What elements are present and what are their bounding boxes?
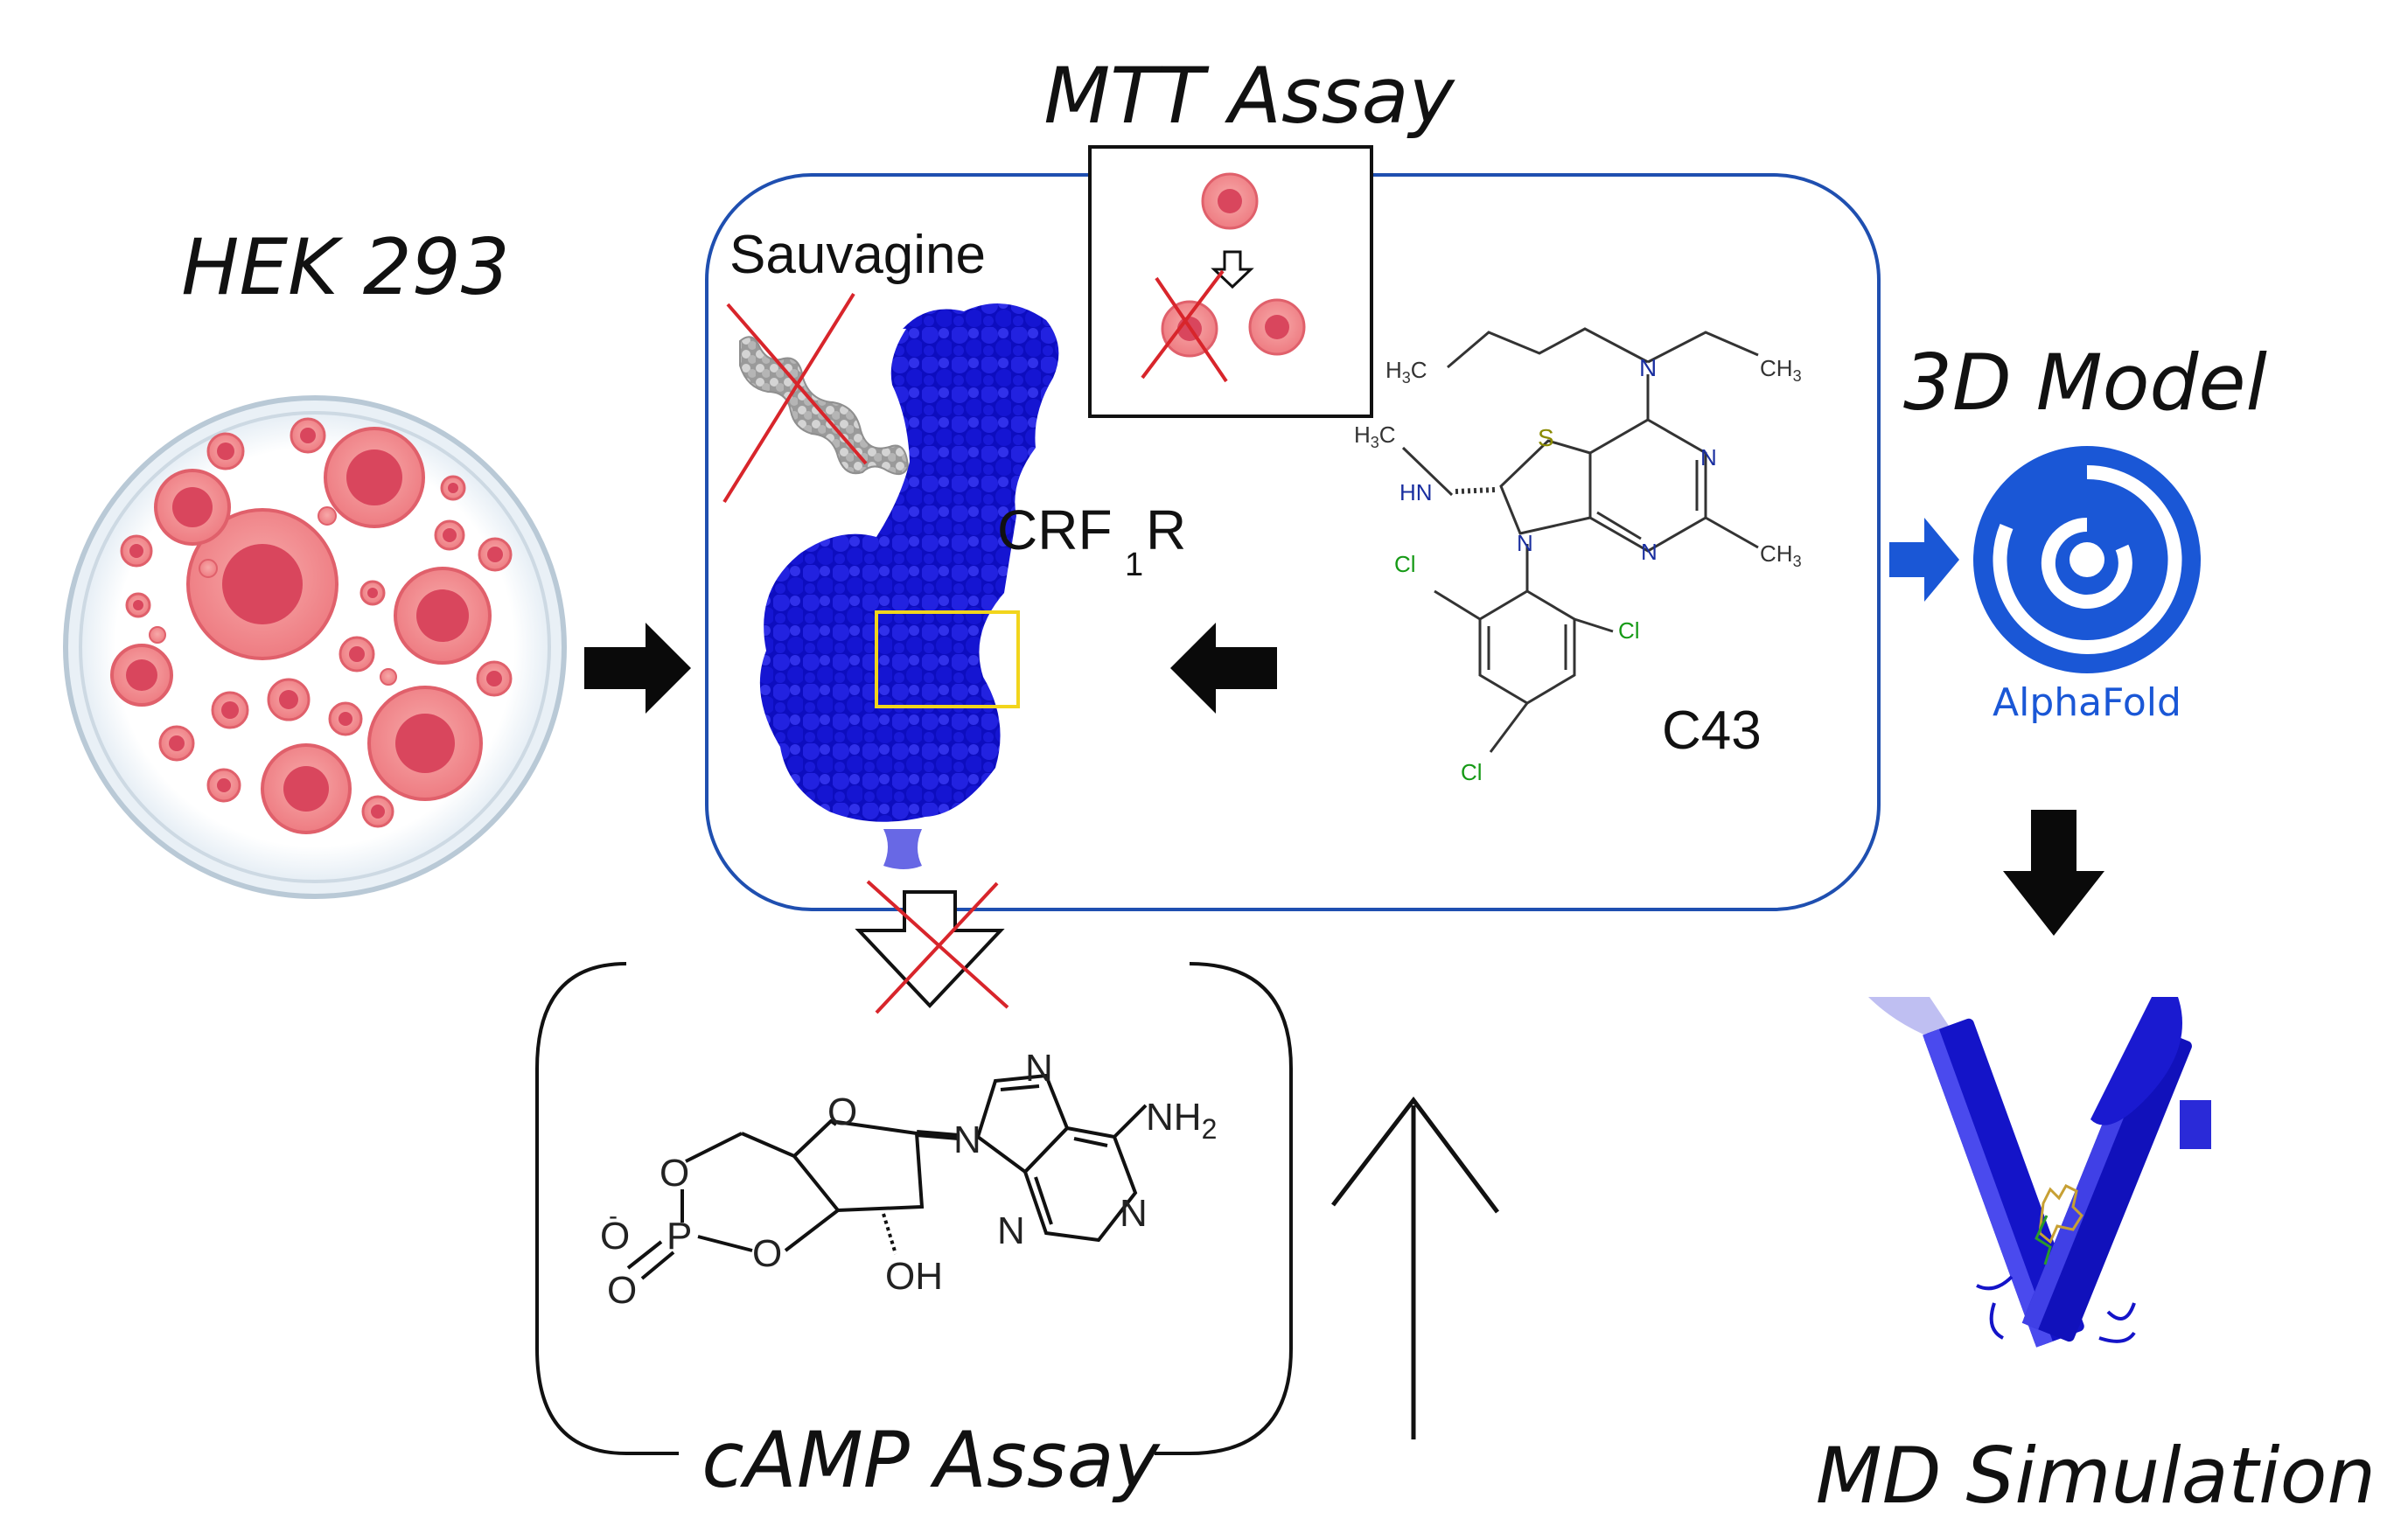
svg-text:OH: OH bbox=[885, 1255, 943, 1298]
crf1r-protein bbox=[759, 303, 1059, 869]
md-title: MD Simulation bbox=[1816, 1431, 2376, 1521]
sauvagine-peptide bbox=[722, 292, 910, 504]
binding-site-highlight bbox=[875, 610, 1020, 708]
svg-text:N: N bbox=[1025, 1047, 1053, 1090]
svg-text:N: N bbox=[997, 1209, 1025, 1252]
svg-text:NH2: NH2 bbox=[1146, 1096, 1217, 1145]
svg-text:HN: HN bbox=[1399, 479, 1433, 505]
c43-structure bbox=[1401, 327, 1759, 753]
svg-text:CH3: CH3 bbox=[1760, 355, 1802, 385]
arrow-ligand-to-receptor bbox=[1170, 623, 1277, 714]
svg-text:Cl: Cl bbox=[1618, 617, 1640, 644]
svg-text:N: N bbox=[1120, 1192, 1148, 1235]
crf1r-label: CRF 1 R bbox=[997, 498, 1186, 583]
svg-text:Cl: Cl bbox=[1461, 759, 1483, 785]
camp-atom-labels: O O P O - O O OH N N N N NH2 bbox=[600, 1047, 1217, 1312]
model3d-title: 3D Model bbox=[1903, 338, 2267, 428]
mtt-inset bbox=[1088, 145, 1373, 418]
svg-text:CH3: CH3 bbox=[1760, 540, 1802, 570]
camp-title: cAMP Assay bbox=[701, 1415, 1161, 1505]
c43-atom-labels: H3C N CH3 H3C HN S N N N CH3 Cl Cl Cl bbox=[1354, 354, 1802, 785]
arrow-to-md bbox=[2003, 810, 2104, 936]
svg-text:H3C: H3C bbox=[1385, 357, 1427, 387]
svg-text:Cl: Cl bbox=[1394, 551, 1416, 577]
svg-text:S: S bbox=[1538, 424, 1554, 451]
petri-dish bbox=[63, 395, 567, 899]
mtt-title: MTT Assay bbox=[1043, 51, 1455, 141]
alphafold-label: AlphaFold bbox=[1993, 680, 2181, 725]
sauvagine-label: Sauvagine bbox=[729, 225, 986, 285]
svg-text:N: N bbox=[953, 1118, 981, 1161]
svg-text:H3C: H3C bbox=[1354, 422, 1396, 451]
hek-title: HEK 293 bbox=[181, 222, 509, 312]
md-snapshot bbox=[1868, 997, 2211, 1348]
svg-text:1: 1 bbox=[1125, 547, 1143, 583]
svg-text:CRF: CRF bbox=[997, 498, 1113, 561]
svg-text:N: N bbox=[1517, 530, 1533, 556]
increase-arrow bbox=[1331, 1096, 1499, 1439]
cross-icon bbox=[1141, 269, 1228, 383]
down-arrow-icon bbox=[1211, 250, 1254, 289]
svg-text:O: O bbox=[827, 1091, 857, 1133]
svg-text:-: - bbox=[609, 1202, 618, 1230]
camp-structure bbox=[626, 1073, 1148, 1280]
arrow-hek-to-receptor bbox=[584, 623, 691, 714]
svg-text:O: O bbox=[607, 1269, 637, 1312]
svg-text:N: N bbox=[1639, 354, 1657, 381]
svg-text:P: P bbox=[667, 1215, 692, 1258]
svg-text:O: O bbox=[600, 1215, 630, 1258]
svg-text:O: O bbox=[660, 1152, 689, 1195]
camp-bracket bbox=[535, 962, 1293, 1455]
blocked-signal-arrow bbox=[855, 880, 1009, 1014]
alphafold-logo bbox=[1973, 446, 2201, 673]
svg-text:N: N bbox=[1641, 539, 1658, 565]
cell-cluster bbox=[110, 417, 513, 834]
arrow-to-3d-model bbox=[1889, 518, 1959, 602]
c43-label: C43 bbox=[1662, 700, 1762, 761]
svg-text:O: O bbox=[752, 1232, 782, 1275]
cross-icon bbox=[866, 880, 1009, 1014]
svg-text:R: R bbox=[1146, 498, 1186, 561]
cross-icon bbox=[722, 292, 868, 504]
svg-text:N: N bbox=[1700, 444, 1717, 470]
